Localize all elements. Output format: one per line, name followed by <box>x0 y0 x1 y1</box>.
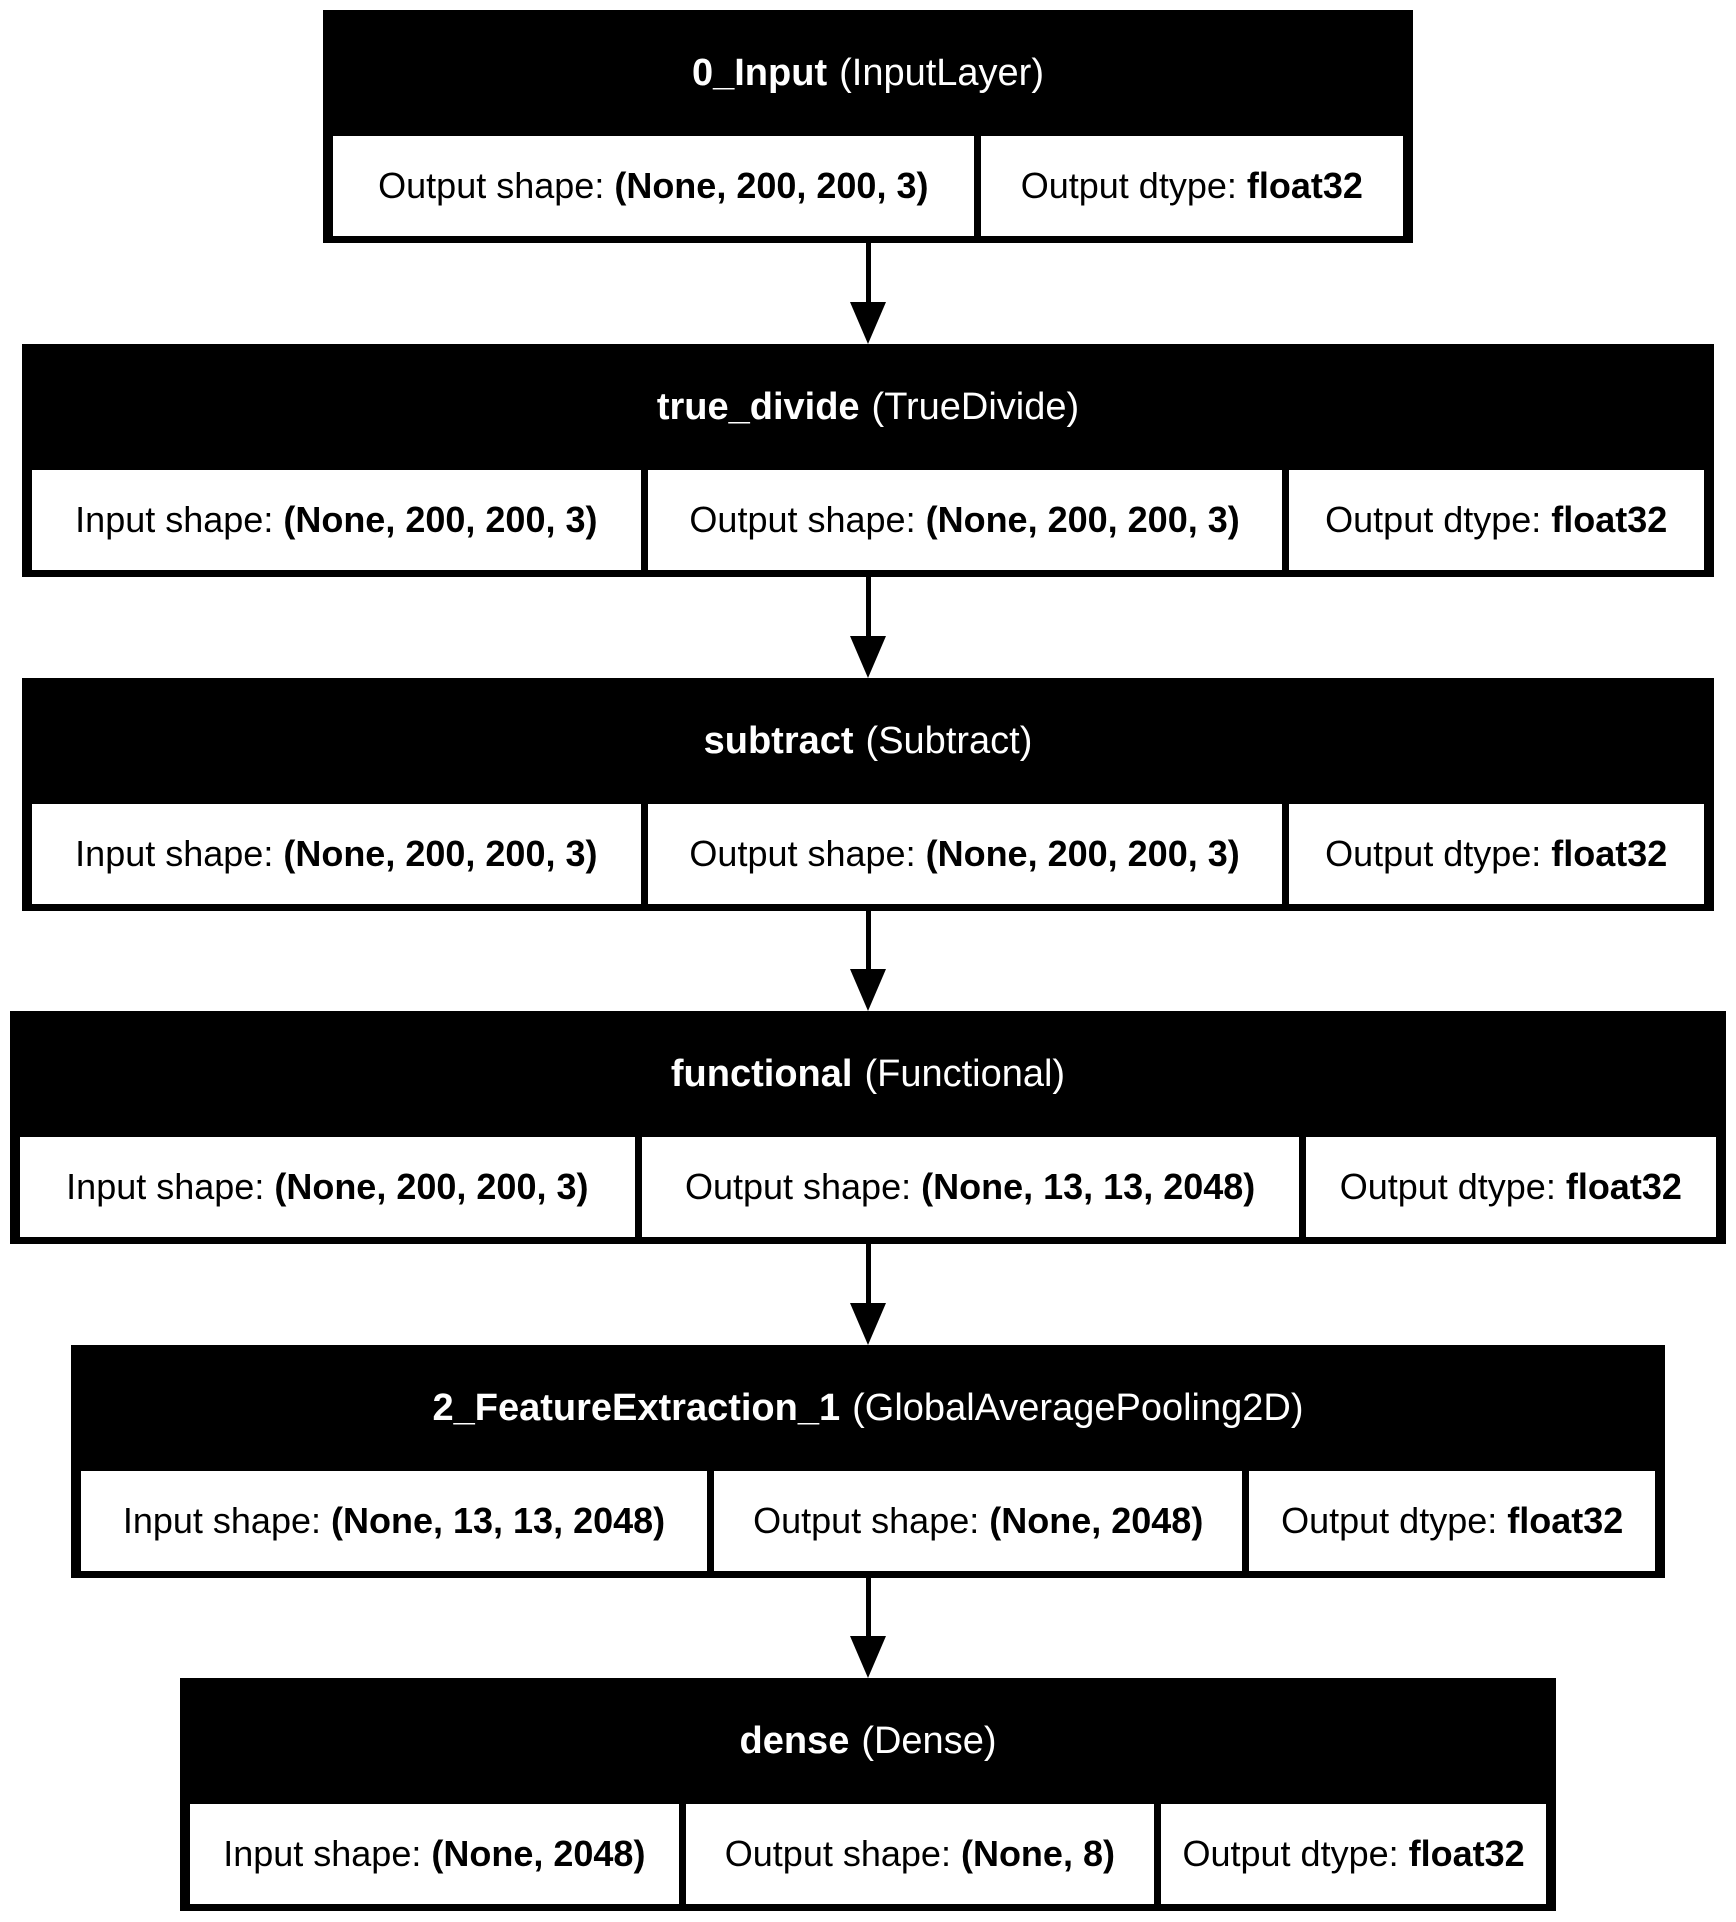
cell-value: (None, 13, 13, 2048) <box>331 1500 666 1541</box>
cell-value: float32 <box>1507 1500 1624 1541</box>
input-shape-cell: Input shape: (None, 200, 200, 3) <box>32 804 641 904</box>
layer-name: dense <box>739 1719 850 1762</box>
cell-label: Output dtype: <box>1182 1833 1399 1874</box>
cell-label: Output dtype: <box>1281 1500 1498 1541</box>
output-shape-cell: Output shape: (None, 13, 13, 2048) <box>641 1137 1299 1237</box>
cell-value: (None, 8) <box>960 1833 1115 1874</box>
output-shape-cell: Output shape: (None, 200, 200, 3) <box>647 804 1282 904</box>
cell-label: Output shape: <box>378 165 605 206</box>
layer-node-0-input: 0_Input (InputLayer) Output shape: (None… <box>323 10 1413 243</box>
output-dtype-cell: Output dtype: float32 <box>1305 1137 1716 1237</box>
shape-cell-row: Input shape: (None, 200, 200, 3) Output … <box>20 1137 1716 1237</box>
layer-name: functional <box>670 1052 853 1095</box>
shape-cell-row: Input shape: (None, 13, 13, 2048) Output… <box>81 1471 1655 1571</box>
cell-label: Output dtype: <box>1020 165 1237 206</box>
edge-arrow <box>848 243 888 344</box>
cell-label: Output dtype: <box>1339 1166 1556 1207</box>
layer-node-dense: dense (Dense) Input shape: (None, 2048) … <box>180 1678 1556 1911</box>
cell-value: float32 <box>1551 499 1668 540</box>
output-dtype-cell: Output dtype: float32 <box>1288 804 1704 904</box>
input-shape-cell: Input shape: (None, 200, 200, 3) <box>20 1137 635 1237</box>
cell-value: (None, 13, 13, 2048) <box>921 1166 1256 1207</box>
layer-header: 2_FeatureExtraction_1 (GlobalAveragePool… <box>81 1345 1655 1471</box>
edge-line <box>865 243 871 302</box>
layer-class-label: (InputLayer) <box>839 51 1044 94</box>
input-shape-cell: Input shape: (None, 13, 13, 2048) <box>81 1471 708 1571</box>
cell-label: Input shape: <box>122 1500 321 1541</box>
shape-cell-row: Input shape: (None, 2048) Output shape: … <box>190 1804 1546 1904</box>
arrowhead-icon <box>850 636 886 678</box>
edge-line <box>865 1578 871 1636</box>
edge-arrow <box>848 911 888 1011</box>
output-dtype-cell: Output dtype: float32 <box>1249 1471 1655 1571</box>
cell-label: Output dtype: <box>1325 833 1542 874</box>
shape-cell-row: Input shape: (None, 200, 200, 3) Output … <box>32 804 1704 904</box>
input-shape-cell: Input shape: (None, 2048) <box>190 1804 679 1904</box>
cell-value: float32 <box>1551 833 1668 874</box>
edge-line <box>865 577 871 636</box>
layer-class-label: (GlobalAveragePooling2D) <box>852 1386 1304 1429</box>
cell-value: float32 <box>1408 1833 1525 1874</box>
layer-class-label: (TrueDivide) <box>871 385 1080 428</box>
layer-name: 2_FeatureExtraction_1 <box>432 1386 841 1429</box>
cell-label: Output shape: <box>753 1500 980 1541</box>
cell-label: Output shape: <box>689 499 916 540</box>
cell-label: Input shape: <box>223 1833 422 1874</box>
cell-value: (None, 200, 200, 3) <box>283 833 598 874</box>
cell-value: float32 <box>1246 165 1363 206</box>
edge-arrow <box>848 1244 888 1345</box>
layer-class-label: (Subtract) <box>865 719 1033 762</box>
output-dtype-cell: Output dtype: float32 <box>1161 1804 1546 1904</box>
edge-line <box>865 911 871 969</box>
layer-name: subtract <box>703 719 854 762</box>
shape-cell-row: Output shape: (None, 200, 200, 3) Output… <box>333 136 1403 236</box>
cell-value: (None, 200, 200, 3) <box>283 499 598 540</box>
layer-name: 0_Input <box>691 51 828 94</box>
layer-header: true_divide (TrueDivide) <box>32 344 1704 470</box>
layer-node-functional: functional (Functional) Input shape: (No… <box>10 1011 1726 1244</box>
output-shape-cell: Output shape: (None, 200, 200, 3) <box>333 136 974 236</box>
layer-header: subtract (Subtract) <box>32 678 1704 804</box>
edge-arrow <box>848 1578 888 1678</box>
edge-arrow <box>848 577 888 678</box>
arrowhead-icon <box>850 1303 886 1345</box>
shape-cell-row: Input shape: (None, 200, 200, 3) Output … <box>32 470 1704 570</box>
output-shape-cell: Output shape: (None, 8) <box>685 1804 1155 1904</box>
layer-header: dense (Dense) <box>190 1678 1546 1804</box>
layer-class-label: (Functional) <box>864 1052 1066 1095</box>
layer-header: 0_Input (InputLayer) <box>333 10 1403 136</box>
output-shape-cell: Output shape: (None, 200, 200, 3) <box>647 470 1282 570</box>
cell-label: Input shape: <box>75 499 274 540</box>
output-dtype-cell: Output dtype: float32 <box>1288 470 1704 570</box>
cell-label: Input shape: <box>66 1166 265 1207</box>
layer-node-true-divide: true_divide (TrueDivide) Input shape: (N… <box>22 344 1714 577</box>
layer-node-subtract: subtract (Subtract) Input shape: (None, … <box>22 678 1714 911</box>
arrowhead-icon <box>850 1636 886 1678</box>
layer-name: true_divide <box>656 385 860 428</box>
cell-value: (None, 2048) <box>431 1833 646 1874</box>
layer-class-label: (Dense) <box>861 1719 997 1762</box>
cell-label: Output shape: <box>684 1166 912 1207</box>
layer-header: functional (Functional) <box>20 1011 1716 1137</box>
cell-value: (None, 200, 200, 3) <box>274 1166 589 1207</box>
arrowhead-icon <box>850 302 886 344</box>
cell-value: (None, 200, 200, 3) <box>925 499 1240 540</box>
layer-node-2-featureextraction-1: 2_FeatureExtraction_1 (GlobalAveragePool… <box>71 1345 1665 1578</box>
cell-value: float32 <box>1565 1166 1682 1207</box>
output-shape-cell: Output shape: (None, 2048) <box>714 1471 1243 1571</box>
cell-label: Output dtype: <box>1325 499 1542 540</box>
cell-value: (None, 2048) <box>989 1500 1204 1541</box>
cell-value: (None, 200, 200, 3) <box>614 165 929 206</box>
cell-label: Input shape: <box>75 833 274 874</box>
output-dtype-cell: Output dtype: float32 <box>980 136 1403 236</box>
cell-value: (None, 200, 200, 3) <box>925 833 1240 874</box>
arrowhead-icon <box>850 969 886 1011</box>
input-shape-cell: Input shape: (None, 200, 200, 3) <box>32 470 641 570</box>
cell-label: Output shape: <box>689 833 916 874</box>
edge-line <box>865 1244 871 1303</box>
cell-label: Output shape: <box>724 1833 951 1874</box>
